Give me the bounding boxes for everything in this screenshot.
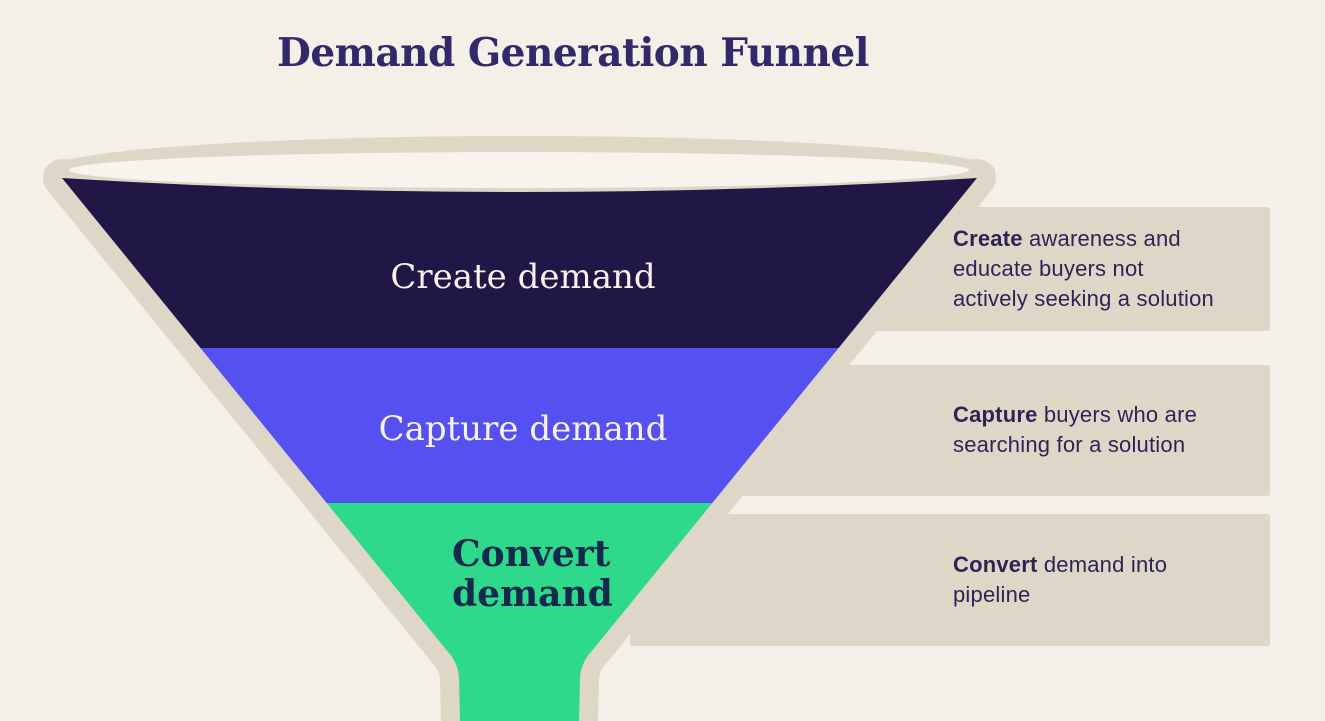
- annotation-text-capture: Capture buyers who are searching for a s…: [953, 400, 1197, 460]
- annotation-rest: searching for a solution: [953, 432, 1186, 457]
- annotation-card-convert: [630, 514, 1270, 646]
- annotation-line: searching for a solution: [953, 430, 1197, 460]
- annotation-line: Create awareness and: [953, 224, 1214, 254]
- annotation-rest: buyers who are: [1037, 402, 1198, 427]
- annotation-rest: awareness and: [1022, 226, 1181, 251]
- annotation-rest: educate buyers not: [953, 256, 1144, 281]
- annotation-text-convert: Convert demand into pipeline: [953, 550, 1167, 610]
- annotation-lead-word: Create: [953, 226, 1023, 251]
- stage-label-convert: Convert demand: [452, 533, 613, 615]
- annotation-rest: actively seeking a solution: [953, 286, 1214, 311]
- annotation-line: Capture buyers who are: [953, 400, 1197, 430]
- stage-label-capture: Capture demand: [378, 409, 668, 449]
- funnel-rim-inner-ellipse: [69, 152, 969, 188]
- annotation-line: educate buyers not: [953, 254, 1214, 284]
- annotation-line: Convert demand into: [953, 550, 1167, 580]
- funnel-section-convert: [62, 503, 977, 721]
- annotation-rest: demand into: [1037, 552, 1168, 577]
- annotation-line: pipeline: [953, 580, 1167, 610]
- page-title: Demand Generation Funnel: [277, 30, 869, 76]
- annotation-lead-word: Convert: [953, 552, 1038, 577]
- funnel-section-create: [62, 178, 977, 348]
- annotation-lead-word: Capture: [953, 402, 1038, 427]
- annotation-line: actively seeking a solution: [953, 284, 1214, 314]
- annotation-text-create: Create awareness and educate buyers not …: [953, 224, 1214, 314]
- stage-label-create: Create demand: [390, 257, 656, 297]
- annotation-rest: pipeline: [953, 582, 1031, 607]
